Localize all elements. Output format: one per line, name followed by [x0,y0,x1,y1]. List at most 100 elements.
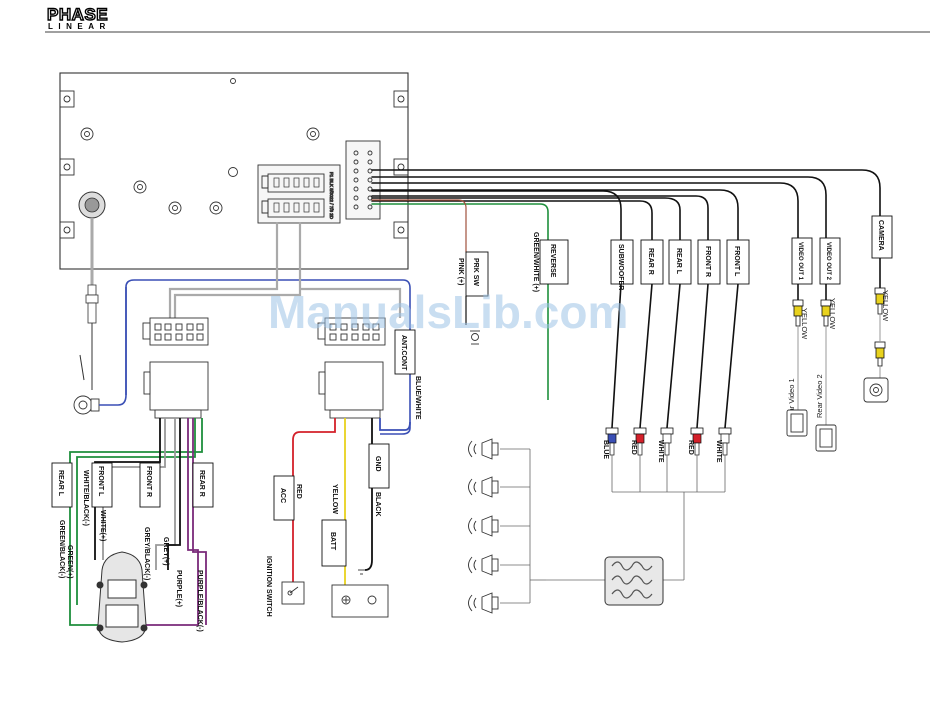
camera-box [871,215,893,259]
gnd-label: GND [374,456,381,472]
iso-connector: F1 BLK 5/3022 / 7/3 2D [257,164,341,224]
harness-rear-l-box [51,462,73,508]
pink-label: PINK (+) [457,258,464,285]
antenna-cable [79,218,99,390]
rear-monitor-2 [815,424,837,452]
brand-line1: PHASE [47,5,108,24]
reverse-label: REVERSE [549,244,556,278]
antenna-jack [78,191,106,219]
video-out-1-box [791,237,813,285]
iso-small-print: F1 BLK 5/3022 / 7/3 2D [329,172,334,220]
power-wires [292,418,411,585]
prk-sw-label: PRK SW [472,258,479,286]
harness-rear-l-label: REAR L [57,470,64,497]
watermark: ManualsLib.com [268,286,628,338]
rca-plug-white-2 [718,427,732,456]
output-label-boxes [465,215,893,297]
harness-rear-r-box [192,462,214,508]
rca-label-white: WHITE [657,440,664,463]
car-icon [96,551,148,643]
power-label-boxes [273,443,390,567]
speaker-icon [468,476,499,498]
rear-monitor-1 [786,409,808,437]
video-out-2-label: VIDEO OUT 2 [825,242,831,281]
rca-connector-block [345,140,381,220]
harness-trunk [168,222,402,318]
rca-color-labels: BLUE RED WHITE RED WHITE [602,440,722,463]
power-harness-plug [317,317,386,419]
rear-video-2-label: Rear Video 2 [815,374,824,418]
yellow-label-2: YELLOW [828,298,837,330]
speaker-icon [468,554,499,576]
purple-label: PURPLE(+) [175,570,182,607]
blue-antenna-control-wire [99,279,411,435]
rca-label-red: RED [630,440,637,455]
harness-front-r-label: FRONT R [145,466,152,497]
speaker-wires [69,418,207,626]
rear-r-box [640,239,664,285]
battery-icon [331,569,389,618]
subwoofer-box [610,239,634,285]
rca-plugs [605,427,732,456]
harness-front-r-box [139,462,161,508]
mounting-holes [59,78,409,239]
rca-label-blue: BLUE [602,440,609,459]
video-out-1-label: VIDEO OUT 1 [797,242,803,281]
grey-label: GREY(+) [162,537,169,566]
rear-r-label: REAR R [647,248,654,275]
prk-sw-box [465,251,489,297]
front-l-label: FRONT L [733,246,740,277]
rear-l-box [668,239,692,285]
white-black-label: WHITE/BLACK(-) [82,470,89,526]
harness-front-l-box [91,462,113,508]
rca-cables [371,169,881,253]
speaker-harness-plug [142,317,209,419]
ignition-switch-label: IGNITION SWITCH [265,556,272,617]
acc-box [273,475,295,521]
camera-label: CAMERA [877,220,884,251]
rear-l-label: REAR L [675,248,682,275]
speaker-harness-labels [51,462,214,508]
speaker-icon [468,592,499,614]
speaker-harness-texts: REAR L FRONT L FRONT R REAR R GREEN/BLAC… [57,466,205,632]
front-r-box [697,239,721,285]
ant-cont-box [394,329,416,375]
video-leads [797,314,881,425]
yellow-label-3: YELLOW [881,290,890,322]
amplifier-icon [604,556,664,606]
gnd-box [368,443,390,489]
speaker-icon [468,438,499,460]
batt-label: BATT [329,532,336,551]
blue-white-label: BLUE/WHITE [414,376,421,420]
power-labels: ACC RED GND BLACK BATT YELLOW IGNITION S… [265,456,381,617]
green-label: GREEN(+) [66,545,73,579]
reverse-box [539,239,569,285]
harness-rear-r-label: REAR R [198,470,205,497]
brand-logo: PHASE LINEAR [46,4,111,31]
green-white-label: GREEN/WHITE (+) [532,232,539,292]
front-r-label: FRONT R [704,246,711,277]
rca-label-white-2: WHITE [715,440,722,463]
camera-icon [863,377,889,403]
grey-black-label: GREY/BLACK(-) [143,527,150,580]
green-black-label: GREEN/BLACK(-) [58,520,65,578]
front-l-box [726,239,750,285]
speaker-icon [468,515,499,537]
purple-black-label: PURPLE/BLACK(-) [196,570,203,632]
rca-plug-white [660,427,674,456]
output-labels: PINK (+) PRK SW GREEN/WHITE (+) REVERSE … [457,220,884,292]
white-label: WHITE(+) [99,510,106,541]
ant-cont-label: ANT.CONT [400,335,407,371]
antenna-plug-icon [73,395,100,415]
ignition-switch-icon [281,581,305,605]
rear-monitors [786,409,837,452]
yellow-power-label: YELLOW [331,484,338,514]
rca-leads [465,258,881,429]
acc-label: ACC [279,488,286,503]
harness-front-l-label: FRONT L [97,466,104,497]
brand-line2: LINEAR [48,22,111,31]
rear-video-1-label: Rear Video 1 [787,378,796,422]
amp-distribution [500,448,726,604]
black-label: BLACK [374,492,381,517]
